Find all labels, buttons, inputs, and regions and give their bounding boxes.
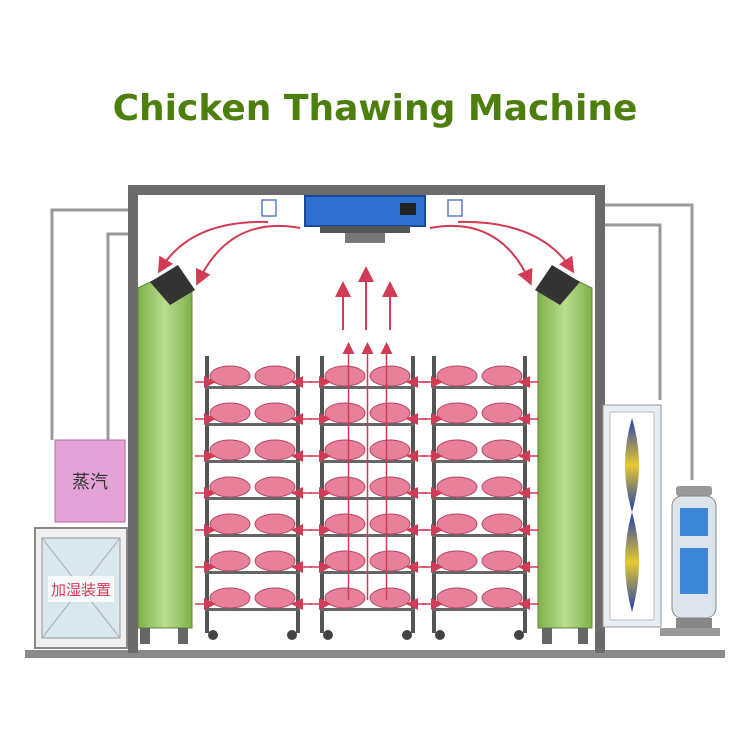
meat-block xyxy=(436,513,478,535)
meat-block xyxy=(481,550,523,572)
rack-shelf xyxy=(205,534,300,537)
meat-block xyxy=(209,439,251,461)
rack-post xyxy=(320,356,324,633)
meat-block xyxy=(254,365,296,387)
meat-block xyxy=(436,365,478,387)
water-tank-icon xyxy=(660,486,720,636)
rack-shelf xyxy=(432,534,527,537)
meat-block xyxy=(254,550,296,572)
meat-block xyxy=(324,439,366,461)
rack-wheel xyxy=(402,630,412,640)
meat-block xyxy=(254,439,296,461)
meat-block xyxy=(436,550,478,572)
humidifier-box: 加湿装置 xyxy=(34,527,128,649)
meat-block xyxy=(254,513,296,535)
meat-block xyxy=(369,402,411,424)
rack-shelf xyxy=(205,571,300,574)
meat-block xyxy=(209,365,251,387)
meat-block xyxy=(209,550,251,572)
left-side-panel xyxy=(137,274,193,644)
meat-block xyxy=(324,513,366,535)
rack-shelf xyxy=(432,386,527,389)
meat-block xyxy=(324,476,366,498)
meat-block xyxy=(324,365,366,387)
meat-block xyxy=(369,587,411,609)
rack-wheel xyxy=(208,630,218,640)
rack-post xyxy=(523,356,527,633)
rack-wheel xyxy=(514,630,524,640)
chamber-frame xyxy=(128,185,605,653)
meat-block xyxy=(254,476,296,498)
meat-block xyxy=(369,439,411,461)
meat-block xyxy=(481,476,523,498)
rack-shelf xyxy=(432,460,527,463)
right-side-panel xyxy=(537,274,593,644)
meat-block xyxy=(369,476,411,498)
rack-shelf xyxy=(432,608,527,611)
rack-wheel xyxy=(435,630,445,640)
meat-block xyxy=(436,402,478,424)
meat-block xyxy=(436,587,478,609)
floor-line xyxy=(25,650,725,658)
meat-block xyxy=(369,365,411,387)
meat-block xyxy=(209,402,251,424)
rack-post xyxy=(411,356,415,633)
meat-block xyxy=(481,513,523,535)
page-title: Chicken Thawing Machine xyxy=(112,88,638,129)
steam-box: 蒸汽 xyxy=(54,439,126,523)
meat-block xyxy=(481,439,523,461)
meat-block xyxy=(209,587,251,609)
rack-shelf xyxy=(432,497,527,500)
left-duct xyxy=(50,208,130,440)
fan-nozzle-icon xyxy=(261,199,463,217)
meat-block xyxy=(324,550,366,572)
rack-shelf xyxy=(432,423,527,426)
meat-block xyxy=(481,402,523,424)
meat-block xyxy=(324,402,366,424)
rack-post xyxy=(296,356,300,633)
rack-wheel xyxy=(323,630,333,640)
fan-nozzle-icon xyxy=(150,265,580,305)
meat-block xyxy=(254,587,296,609)
right-duct xyxy=(603,203,694,480)
meat-racks xyxy=(195,342,539,640)
meat-block xyxy=(436,476,478,498)
meat-block xyxy=(436,439,478,461)
meat-block xyxy=(369,513,411,535)
rack-post xyxy=(432,356,436,633)
meat-block xyxy=(209,476,251,498)
steam-box-label: 蒸汽 xyxy=(72,472,108,493)
air-flow-arrows xyxy=(157,220,575,330)
rack-shelf xyxy=(432,571,527,574)
rack-shelf xyxy=(205,386,300,389)
rack-shelf xyxy=(205,608,300,611)
meat-block xyxy=(324,587,366,609)
heater-icon xyxy=(602,404,662,628)
fan-unit-icon xyxy=(304,195,426,243)
meat-block xyxy=(481,587,523,609)
rack-post xyxy=(205,356,209,633)
rack-shelf xyxy=(205,423,300,426)
humidifier-label: 加湿装置 xyxy=(51,581,111,599)
rack-wheel xyxy=(287,630,297,640)
meat-block xyxy=(209,513,251,535)
meat-block xyxy=(481,365,523,387)
rack-shelf xyxy=(205,497,300,500)
meat-block xyxy=(369,550,411,572)
rack-shelf xyxy=(320,608,415,611)
rack-shelf xyxy=(205,460,300,463)
meat-block xyxy=(254,402,296,424)
